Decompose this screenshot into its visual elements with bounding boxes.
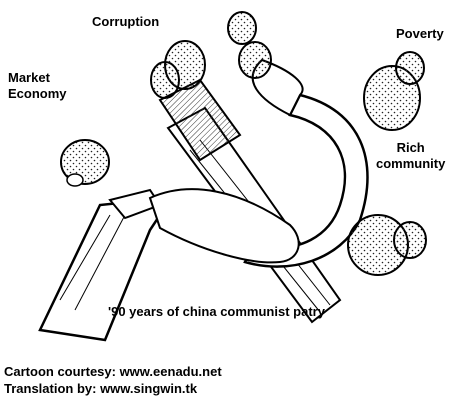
label-rich-line1: Rich [396, 140, 425, 155]
cactus-rich [347, 214, 427, 276]
label-poverty: Poverty [396, 26, 444, 41]
sickle [38, 58, 369, 342]
label-market-economy: Market Economy [8, 70, 67, 102]
cactus-market [60, 139, 110, 187]
label-market-line1: Market [8, 70, 50, 85]
credit-translation: Translation by: www.singwin.tk [4, 381, 198, 396]
cactus-poverty [363, 51, 425, 131]
cactus-corruption [150, 11, 272, 99]
cartoon-caption: '90 years of china communist patry [108, 304, 325, 319]
label-rich-community: Rich community [376, 140, 445, 172]
label-corruption: Corruption [92, 14, 160, 29]
label-market-line2: Economy [8, 86, 67, 101]
credit-cartoon: Cartoon courtesy: www.eenadu.net [4, 364, 222, 379]
label-rich-line2: community [376, 156, 446, 171]
